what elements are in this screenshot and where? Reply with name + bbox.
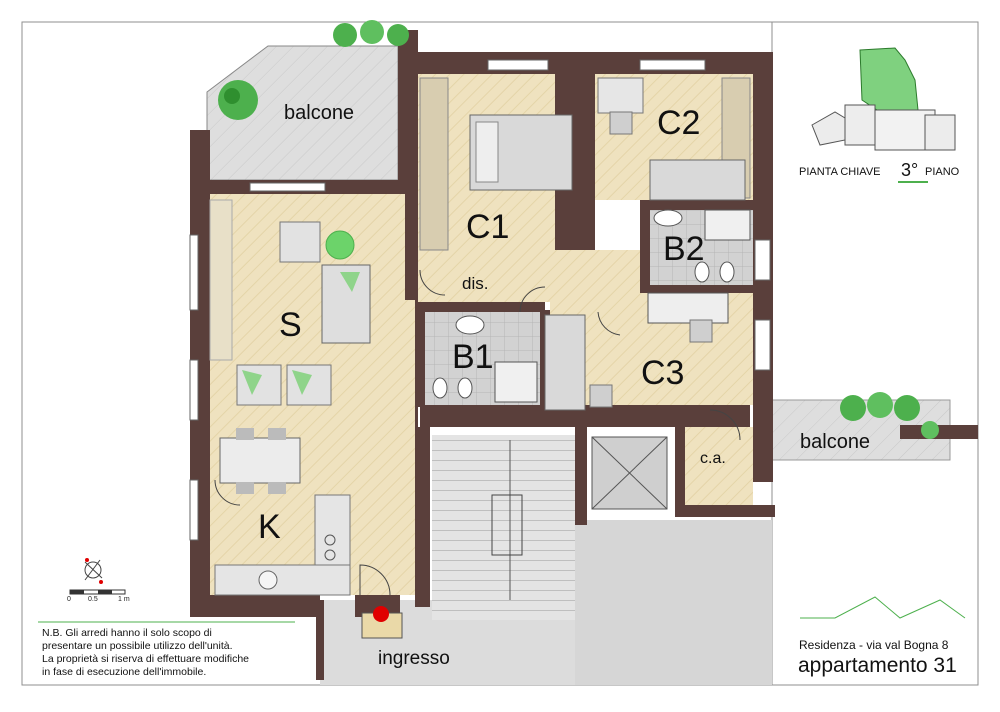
bed-c2 [649, 159, 746, 201]
title-address: Residenza - via val Bogna 8 [799, 638, 949, 652]
key-plan [811, 47, 956, 183]
note-line: La proprietà si riserva di effettuare mo… [42, 653, 249, 665]
landing-floor [575, 520, 772, 685]
scale-tick-half: 0.5 [88, 596, 98, 603]
title-unit: appartamento 31 [798, 654, 957, 677]
staircase [432, 435, 582, 620]
label-c3: C3 [641, 354, 685, 392]
bed-c3 [544, 314, 586, 411]
entrance-dot [373, 606, 389, 622]
label-ca: c.a. [700, 450, 726, 467]
label-balcone-right: balcone [800, 431, 871, 453]
windows [189, 59, 771, 541]
floor-entry [350, 300, 415, 595]
key-plan-piano: PIANO [925, 166, 960, 178]
disclaimer-note: N.B. Gli arredi hanno il solo scopo di p… [42, 627, 302, 679]
compass-rose-icon [84, 558, 103, 584]
label-c2: C2 [657, 104, 701, 142]
key-plan-floor: 3° [901, 160, 919, 180]
scale-tick-1: 1 m [118, 596, 130, 603]
doors [214, 269, 741, 596]
scale-bar [69, 589, 126, 595]
note-line: N.B. Gli arredi hanno il solo scopo di [42, 627, 212, 639]
label-c1: C1 [466, 208, 510, 246]
dining-table [219, 437, 301, 484]
label-b1: B1 [452, 338, 494, 376]
logo-line [800, 596, 966, 619]
note-line: in fase di esecuzione dell'immobile. [42, 666, 207, 678]
label-balcone-top: balcone [284, 102, 355, 124]
kitchen-counter [214, 564, 351, 596]
label-k: K [258, 508, 281, 546]
key-plan-label: PIANTA CHIAVE [799, 166, 881, 178]
label-dis: dis. [462, 274, 489, 293]
scale-tick-0: 0 [67, 596, 71, 603]
label-b2: B2 [663, 230, 705, 268]
note-line: presentare un possibile utilizzo dell'un… [42, 640, 233, 652]
label-ingresso: ingresso [378, 648, 450, 669]
floor-storage [685, 427, 753, 505]
label-s: S [279, 306, 302, 344]
plants [218, 20, 939, 439]
side-table [325, 230, 355, 260]
